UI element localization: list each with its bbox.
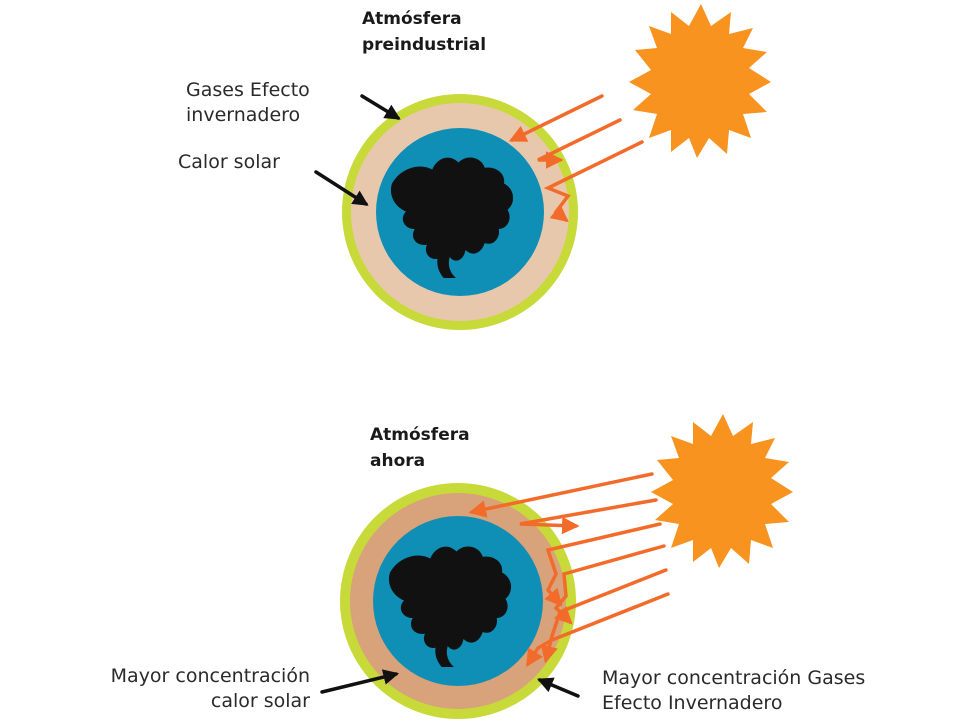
pointer-arrow-icon [314,170,369,206]
top-title-line2: preindustrial [362,35,487,55]
gases-line1: Gases Efecto [186,79,310,101]
pointer-arrow-icon [320,669,400,694]
solar-heat-label: Calor solar [178,150,280,175]
bottom-panel-title: Atmósfera ahora [370,422,470,474]
pointer-arrows [320,669,580,698]
gases-line2: invernadero [186,104,301,126]
incoming-ray [508,94,604,142]
greenhouse-gases-label: Gases Efecto invernadero [186,78,310,128]
sun-icon [629,4,771,158]
higher-solar-heat-label: Mayor concentración calor solar [40,664,310,714]
mayor-gases-line1: Mayor concentración Gases [602,667,866,689]
sun-icon [651,414,793,568]
solar-radiation-arrows [468,472,670,667]
incoming-ray [544,522,662,607]
mayor-gases-line2: Efecto Invernadero [602,692,783,714]
pointer-arrow-icon [537,677,580,698]
pointer-arrows [314,94,401,206]
top-panel-title: Atmósfera preindustrial [362,6,486,58]
higher-greenhouse-gases-label: Mayor concentración Gases Efecto Inverna… [602,666,865,716]
incoming-ray [468,472,654,518]
bottom-title-line1: Atmósfera [370,425,470,445]
mayor-calor-line1: Mayor concentración [110,665,310,687]
solar-radiation-arrows [508,94,644,223]
pointer-arrow-icon [360,94,401,120]
earth-icon [340,483,576,719]
bottom-title-line2: ahora [370,451,426,471]
mayor-calor-line2: calor solar [210,690,310,712]
incoming-ray [537,118,622,169]
incoming-ray [519,498,658,535]
incoming-ray [543,140,644,223]
top-title-line1: Atmósfera [362,9,462,29]
earth-icon [342,94,578,330]
bottom-panel [320,414,793,719]
incoming-ray [526,592,670,667]
calor-line: Calor solar [178,151,280,173]
top-panel [314,4,771,330]
incoming-ray [540,568,668,664]
